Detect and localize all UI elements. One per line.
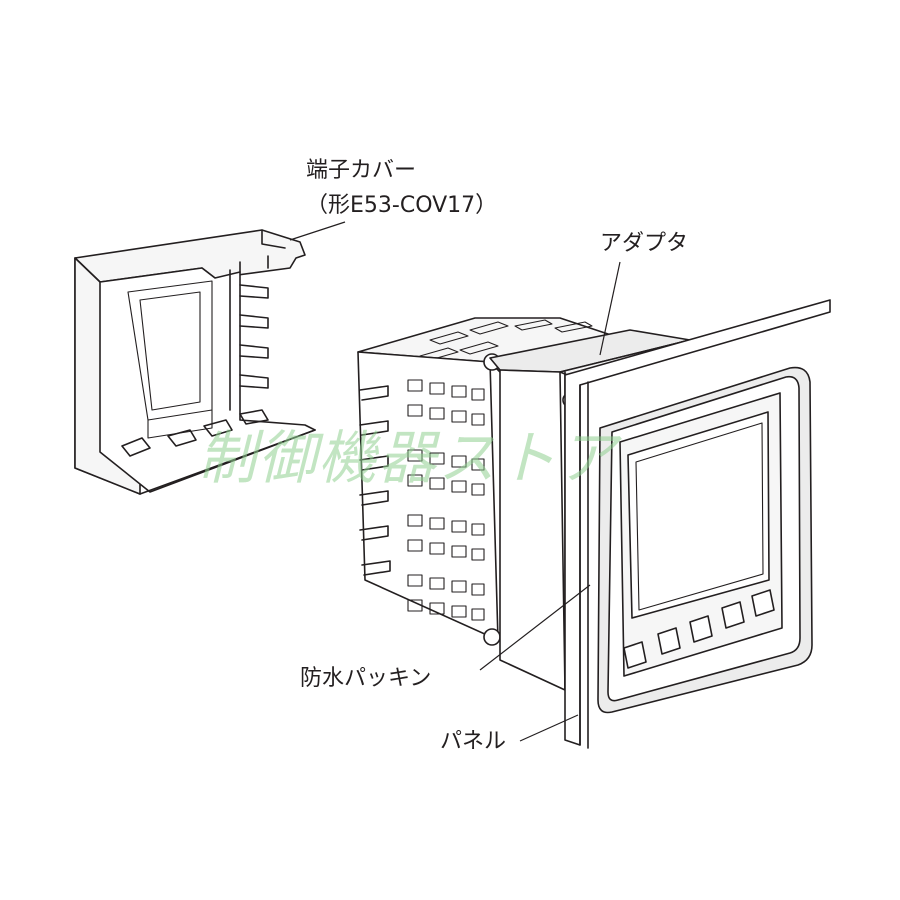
label-adapter: アダプタ [600,231,688,256]
label-panel: パネル [440,729,506,754]
terminal-cover [74,229,316,495]
terminal-fins [359,385,391,576]
front-keys [623,589,775,669]
front-bezel [597,366,813,714]
panel [564,299,831,749]
label-terminal-cover: 端子カバー [306,158,416,183]
watermark: 制御機器ストア [198,424,622,492]
terminal-holes [407,379,485,621]
label-terminal-cover-model: （形E53-COV17） [306,193,497,218]
label-waterproof-packing: 防水パッキン [300,666,431,691]
leader-lines [289,221,621,742]
